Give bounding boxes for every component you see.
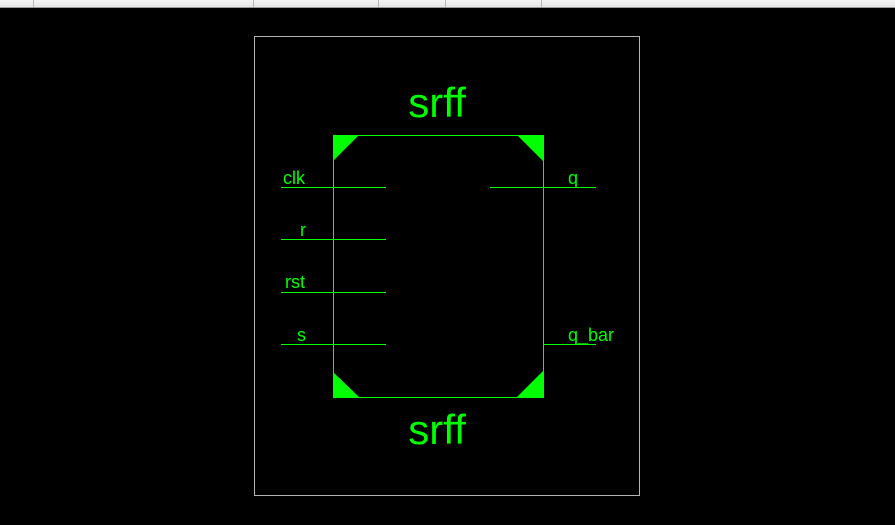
input-pin-r[interactable]: r [281,220,386,240]
tab-separator [253,0,254,7]
pin-label: r [300,220,306,240]
tab-strip [0,0,895,8]
pin-label: rst [285,272,305,292]
tab-separator [541,0,542,7]
sheet-border [254,36,640,496]
tab-separator [445,0,446,7]
corner-marker-top-left [333,135,359,161]
tab-separator [378,0,379,7]
corner-marker-bottom-left [333,372,359,397]
corner-marker-top-right [517,135,543,161]
symbol-title-top: srff [408,79,466,126]
input-pin-rst[interactable]: rst [281,272,386,293]
pin-label: q [568,168,578,188]
symbol-body[interactable] [333,135,544,398]
schematic-drawing: srff clk r rst [254,36,640,496]
output-pin-q-bar[interactable]: q_bar [543,325,614,346]
pin-label: clk [283,168,306,188]
pin-label: q_bar [568,325,614,346]
schematic-canvas[interactable]: srff clk r rst [0,8,895,525]
pin-label: s [297,325,306,345]
tab-separator [33,0,34,7]
input-pin-clk[interactable]: clk [281,168,386,188]
input-pin-s[interactable]: s [281,325,386,345]
corner-marker-bottom-right [517,371,543,397]
symbol-outline [333,135,544,398]
symbol-title-bottom: srff [408,406,466,453]
output-pin-q[interactable]: q [490,168,596,188]
